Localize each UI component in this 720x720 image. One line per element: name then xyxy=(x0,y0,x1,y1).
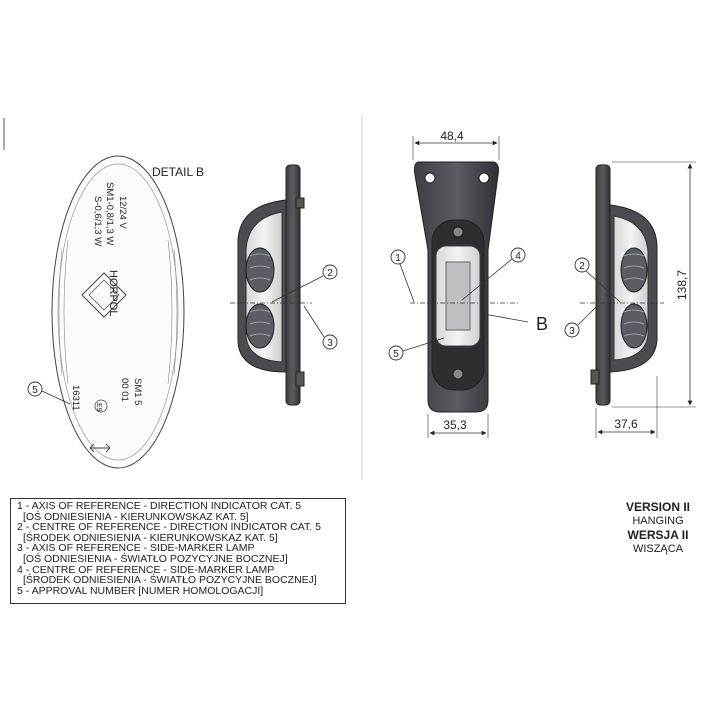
callout-4-label: 4 xyxy=(515,251,521,262)
version-pl-sub: WISZĄCA xyxy=(632,543,684,555)
callout-2-left-label: 2 xyxy=(327,268,333,279)
callout-4 xyxy=(510,247,526,263)
callout-5-detail-label: 5 xyxy=(32,385,38,396)
dimension-depth-label: 37,6 xyxy=(614,417,638,431)
side-view-left xyxy=(230,164,312,406)
dimension-width-bottom-label: 35,3 xyxy=(443,418,467,432)
callout-3-left-label: 3 xyxy=(327,338,333,349)
dimension-height-label: 138,7 xyxy=(675,270,689,300)
callout-2-left xyxy=(322,264,338,280)
detail-code-2: 00 01 xyxy=(119,378,130,402)
callout-2-right-label: 2 xyxy=(579,261,585,272)
callout-3-right-label: 3 xyxy=(569,326,575,337)
callout-1 xyxy=(390,249,406,265)
legend-line: 2 - CENTRE OF REFERENCE - DIRECTION INDI… xyxy=(17,521,321,534)
detail-b-oval xyxy=(51,155,185,469)
detail-power-2: S-0,6/1,3 W xyxy=(92,196,103,246)
legend-line: 5 - APPROVAL NUMBER [NUMER HOMOLOGACJI] xyxy=(17,584,264,597)
detail-approval-mark: E9 xyxy=(95,403,102,412)
callout-2-right xyxy=(574,257,590,273)
front-view xyxy=(410,161,520,413)
legend-line: [ŚRODEK ODNIESIENIA - ŚWIATŁO POZYCYJNE … xyxy=(23,574,317,587)
detail-brand: HORPOL xyxy=(107,270,119,316)
version-en-title: VERSION II xyxy=(625,500,690,514)
legend-line: 3 - AXIS OF REFERENCE - SIDE-MARKER LAMP xyxy=(17,542,255,555)
detail-voltage: 12/24 V xyxy=(117,196,128,229)
callout-3-left xyxy=(322,334,338,350)
version-pl-title: WERSJA II xyxy=(627,528,689,542)
callout-5-label: 5 xyxy=(393,349,399,360)
callout-5 xyxy=(388,345,404,361)
legend-line: 1 - AXIS OF REFERENCE - DIRECTION INDICA… xyxy=(17,500,302,512)
callout-3-right xyxy=(564,322,580,338)
detail-power-1: SM1-0,8/1,3 W xyxy=(104,182,115,245)
legend-line: [ŚRODEK ODNIESIENIA - KIERUNKOWSKAZ KAT.… xyxy=(23,531,278,544)
version-en-sub: HANGING xyxy=(632,515,684,527)
legend-line: [OŚ ODNIESIENIA - KIERUNKOWSKAZ KAT. 5] xyxy=(23,510,249,523)
detail-title: DETAIL B xyxy=(152,165,204,179)
callout-1-label: 1 xyxy=(395,253,401,264)
legend-line: 4 - CENTRE OF REFERENCE - SIDE-MARKER LA… xyxy=(17,563,275,576)
version-block: VERSION II HANGING WERSJA II WISZĄCA xyxy=(608,500,708,556)
legend-line: [OŚ ODNIESIENIA - ŚWIATŁO POZYCYJNE BOCZ… xyxy=(23,552,288,565)
side-view-right xyxy=(580,164,664,406)
direction-arrow-icon xyxy=(89,443,111,453)
detail-code-1: SM1 5 xyxy=(132,378,143,405)
approval-mark-circle xyxy=(94,399,108,413)
callout-5-detail xyxy=(27,381,43,397)
horpol-logo-diamond xyxy=(81,272,127,318)
detail-approval-number: 16311 xyxy=(70,385,81,411)
dimension-width-top-label: 48,4 xyxy=(440,129,464,143)
detail-b-marker: B xyxy=(536,314,548,334)
legend-box: 1 - AXIS OF REFERENCE - DIRECTION INDICA… xyxy=(10,498,346,604)
detail-b-leader xyxy=(483,313,529,323)
